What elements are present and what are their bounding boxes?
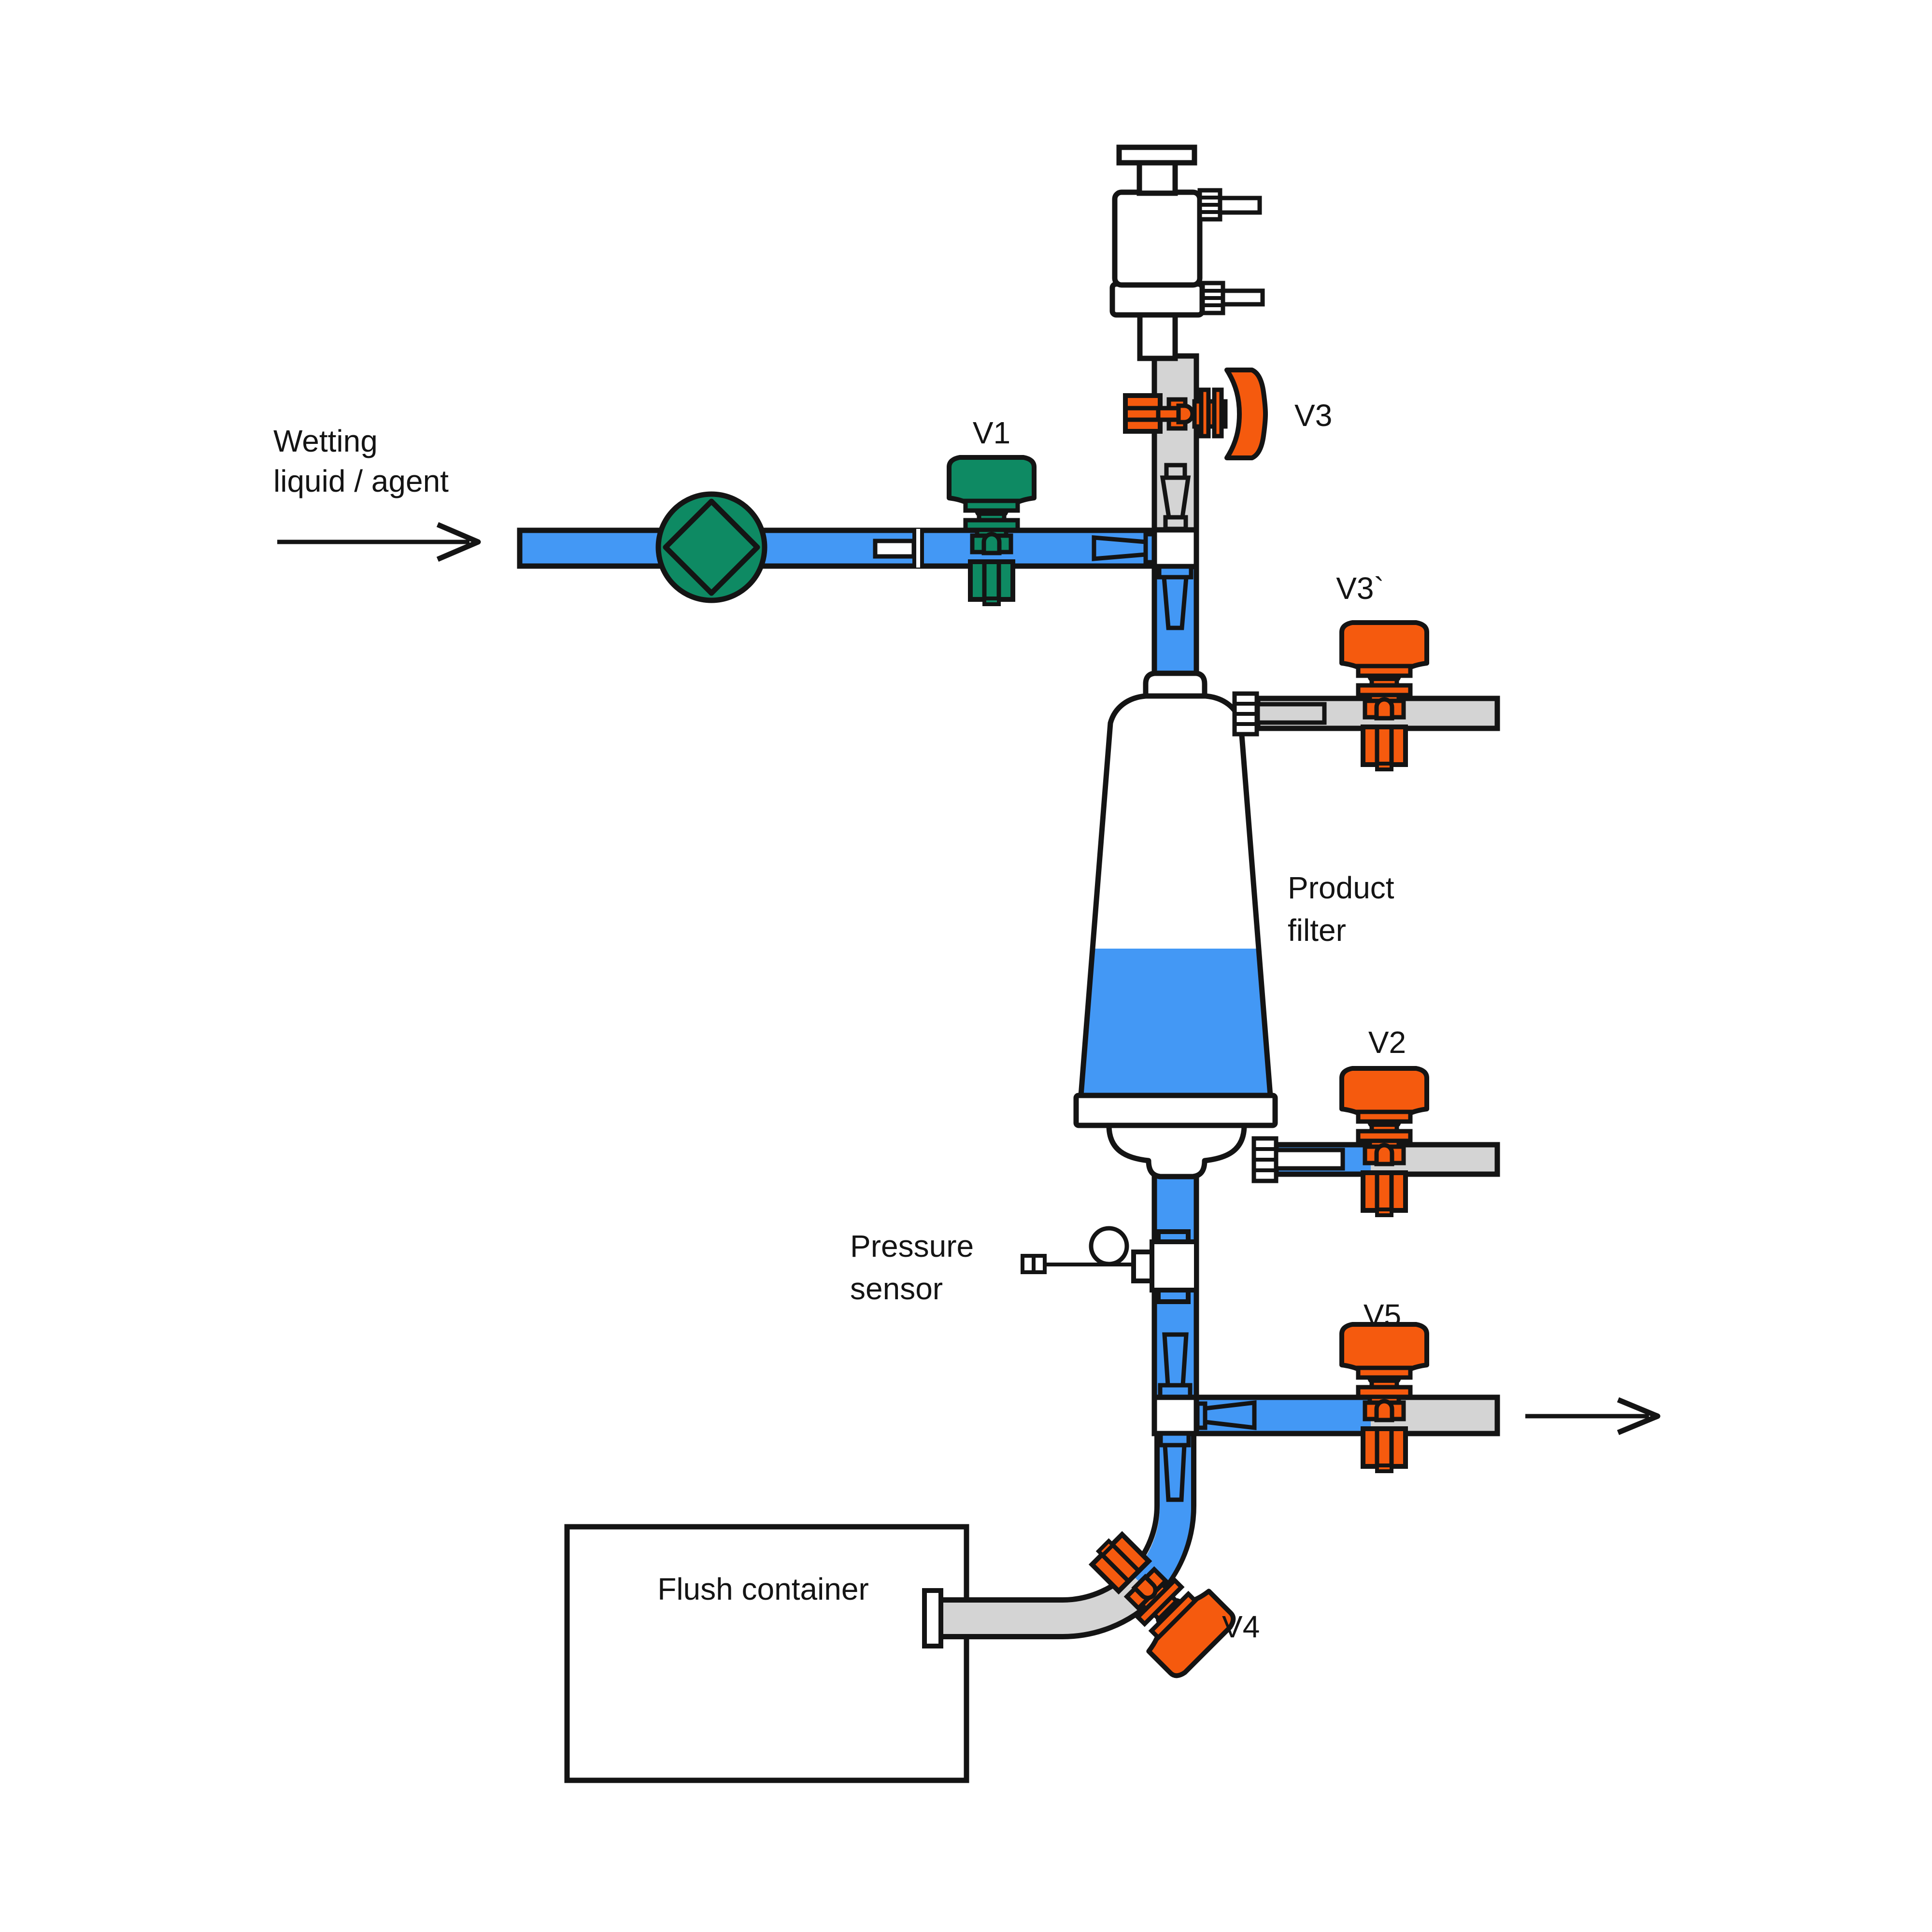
v3-plug (1176, 403, 1195, 425)
inlet-pipe-run (517, 527, 1157, 569)
valve-v2 (1342, 1068, 1427, 1215)
inlet-flow-arrow (277, 522, 481, 562)
filter-feed-pipe (1151, 564, 1199, 677)
filter-neck-top (1143, 670, 1208, 699)
inlet-pipe (517, 527, 1157, 569)
container-inlet-flange (922, 1588, 943, 1648)
pump-diamond (663, 498, 760, 596)
sensor-gauge-circle (1089, 1226, 1129, 1266)
flush-container-box (564, 1524, 969, 1783)
assembly-neck (1137, 311, 1178, 361)
v3prime-inner-tube (1255, 702, 1327, 725)
port-rib-lines (1200, 196, 1220, 214)
pump-icon (655, 491, 767, 603)
drain-nozzle (1158, 1431, 1191, 1502)
flush-container (564, 1524, 969, 1783)
label-v1: V1 (973, 415, 1010, 450)
filter-bottom-dome (1106, 1122, 1247, 1179)
port-stub-pipe (1221, 288, 1265, 307)
label-flush-container: Flush container (657, 1572, 869, 1606)
sensor-body-block (1150, 1239, 1199, 1293)
v3-body-lines (1125, 406, 1160, 422)
assembly-cap-plate (1116, 144, 1197, 166)
label-pressure-line2: sensor (850, 1271, 943, 1306)
arrow-head (436, 522, 481, 562)
assembly-flange-band (1109, 281, 1205, 318)
outlet-nozzle-upper (1158, 1332, 1193, 1400)
assembly-body (1112, 189, 1203, 288)
inlet-nozzle-cone (1092, 535, 1148, 561)
filter-liquid (1081, 949, 1270, 1095)
vent-nozzle-tip (1163, 515, 1188, 531)
v3-flange-inner (1199, 387, 1211, 439)
label-pressure-line1: Pressure (850, 1229, 974, 1264)
drain-nozzle-cone (1163, 1443, 1187, 1502)
label-v3: V3 (1294, 398, 1332, 433)
inlet-inner-tube (873, 539, 916, 559)
line-v5 (1193, 1394, 1500, 1436)
label-inlet-line1: Wetting (273, 424, 378, 458)
filter-flange (1073, 1093, 1278, 1128)
v3-handle (1224, 368, 1268, 460)
label-v2: V2 (1368, 1025, 1406, 1060)
valve-v3 (1123, 368, 1268, 460)
label-product-filter-line1: Product (1288, 870, 1394, 905)
feed-nozzle-cone (1162, 575, 1189, 630)
outlet-nozzle-cone (1162, 1332, 1189, 1388)
label-v4: V4 (1222, 1609, 1260, 1644)
assembly-stem (1136, 159, 1178, 196)
v5-nozzle-cone (1203, 1400, 1257, 1431)
arrow-head (1617, 1397, 1661, 1435)
label-product-filter-line2: filter (1288, 913, 1346, 948)
tee-junction-lower (1151, 1394, 1199, 1436)
assembly-port-lower (1200, 281, 1265, 315)
outlet-flow-arrow (1525, 1397, 1661, 1435)
pressure-sensor (1021, 1226, 1199, 1304)
vent-head-assembly (1109, 144, 1265, 361)
v3prime-rib-lines (1235, 702, 1257, 726)
v3-body (1123, 393, 1163, 434)
pipe-coupling-lines (912, 529, 924, 568)
vent-pipe (1151, 353, 1199, 533)
sensor-side-tab (1131, 1250, 1154, 1283)
v2-inner-tube (1274, 1148, 1345, 1171)
assembly-port-upper (1197, 188, 1262, 222)
label-v3prime: V3` (1336, 571, 1384, 606)
vent-nozzle-cone (1160, 475, 1191, 520)
port-stub-pipe (1218, 196, 1262, 215)
label-inlet-line2: liquid / agent (273, 464, 449, 498)
v2-rib-lines (1254, 1147, 1276, 1172)
tee-junction-upper (1151, 527, 1199, 569)
vent-pipe-run (1151, 353, 1199, 533)
v3-flange-outer (1212, 387, 1224, 439)
label-v5: V5 (1364, 1298, 1401, 1333)
port-rib-lines (1203, 289, 1223, 307)
